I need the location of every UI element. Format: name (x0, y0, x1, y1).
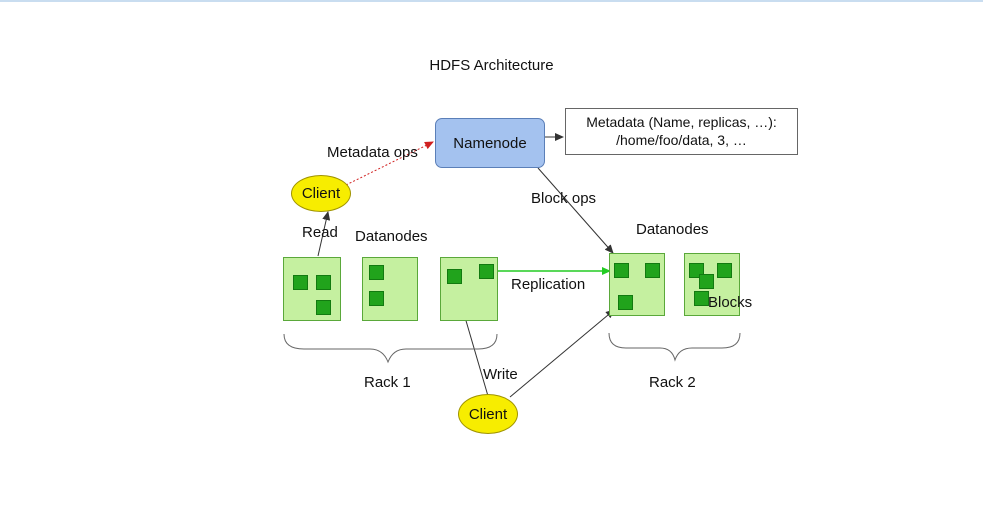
write-arrow-rack2 (509, 309, 615, 398)
client-bottom-label: Client (468, 405, 508, 423)
data-block (717, 263, 732, 278)
client-top: Client (291, 175, 351, 212)
data-block (316, 275, 331, 290)
data-block (316, 300, 331, 315)
datanodes-left-label: Datanodes (355, 228, 428, 245)
rack2-brace (608, 332, 741, 362)
rack1-brace (283, 333, 498, 364)
data-block (618, 295, 633, 310)
read-arrow (317, 211, 331, 257)
data-block (369, 291, 384, 306)
data-block (369, 265, 384, 280)
datanode-rack2-1 (609, 253, 665, 316)
metadata-box: Metadata (Name, replicas, …): /home/foo/… (565, 108, 798, 155)
write-label: Write (483, 366, 518, 383)
data-block (447, 269, 462, 284)
datanode-rack2-2 (684, 253, 740, 316)
rack1-label: Rack 1 (364, 374, 411, 391)
namenode-label: Namenode (453, 134, 527, 152)
namenode-box: Namenode (435, 118, 545, 168)
client-top-label: Client (301, 185, 341, 202)
metadata-ops-label: Metadata ops (327, 144, 418, 161)
data-block (293, 275, 308, 290)
block-ops-arrow (537, 167, 614, 254)
data-block (645, 263, 660, 278)
top-border (0, 0, 983, 2)
datanode-rack1-3 (440, 257, 498, 321)
datanode-rack1-1 (283, 257, 341, 321)
metadata-line-2: /home/foo/data, 3, … (616, 132, 747, 148)
datanode-rack1-2 (362, 257, 418, 321)
metadata-line-1: Metadata (Name, replicas, …): (586, 114, 777, 130)
data-block (699, 274, 714, 289)
metadata-ops-arrow (345, 141, 434, 186)
blocks-label: Blocks (708, 294, 753, 311)
data-block (694, 291, 709, 306)
diagram-title: HDFS Architecture (429, 57, 554, 74)
data-block (614, 263, 629, 278)
block-ops-label: Block ops (531, 190, 597, 207)
datanodes-right-label: Datanodes (636, 221, 709, 238)
replication-label: Replication (511, 276, 586, 293)
client-bottom: Client (458, 394, 518, 434)
rack2-label: Rack 2 (649, 374, 696, 391)
read-label: Read (302, 224, 338, 241)
data-block (479, 264, 494, 279)
